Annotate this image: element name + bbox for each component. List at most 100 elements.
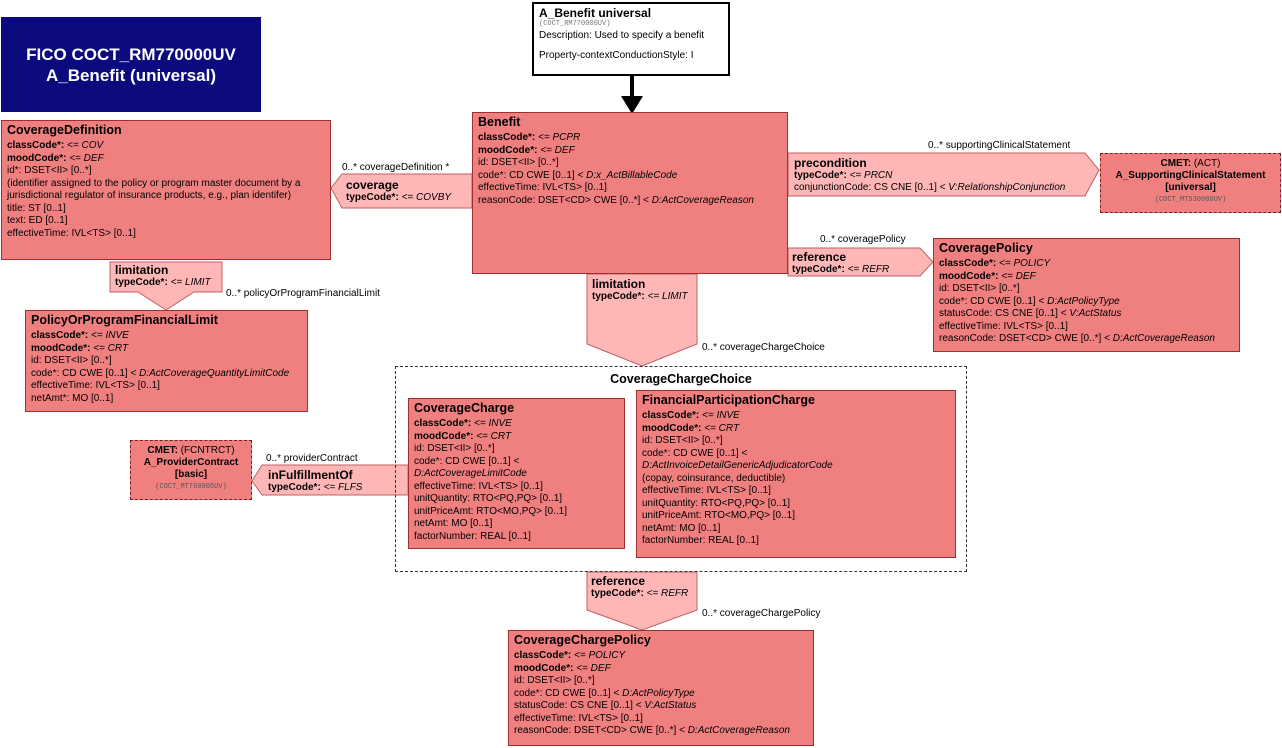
class-benefit: Benefit classCode*: <= PCPR moodCode*: <…: [472, 112, 788, 274]
class-title: CoverageChargePolicy: [514, 633, 651, 647]
attr-value: D:ActCoverageQuantityLimitCode: [139, 367, 290, 379]
attr-value: <= DEF: [1001, 270, 1036, 282]
attr-value: D:ActPolicyType: [1047, 295, 1120, 307]
attr-value: D:x_ActBillableCode: [586, 169, 678, 181]
relation-reference-policy: reference typeCode*: <= REFR: [792, 250, 889, 276]
attr: effectiveTime: IVL<TS> [0..1]: [939, 320, 1068, 332]
relation-typecode-value: <= PRCN: [849, 170, 893, 181]
attr-name: code*: CD CWE [0..1] <: [939, 295, 1048, 307]
multiplicity-provider-contract: 0..* providerContract: [266, 453, 358, 464]
attr: unitPriceAmt: RTO<MO,PQ> [0..1]: [414, 505, 568, 517]
attr: effectiveTime: IVL<TS> [0..1]: [7, 227, 136, 239]
class-coverage-definition: CoverageDefinition classCode*: <= COV mo…: [1, 120, 331, 260]
relation-typecode: typeCode*:: [268, 482, 324, 493]
cmet-label: CMET:: [147, 445, 178, 456]
attr: unitQuantity: RTO<PQ,PQ> [0..1]: [414, 493, 563, 504]
multiplicity-supporting-clinical-statement: 0..* supportingClinicalStatement: [928, 140, 1071, 151]
attr: id*: DSET<II> [0..*]: [7, 165, 92, 176]
class-coverage-charge-policy: CoverageChargePolicy classCode*: <= POLI…: [508, 630, 814, 746]
entry-arrowhead: [621, 96, 643, 114]
attr-note: (copay, coinsurance, deductible): [642, 472, 786, 484]
attr-name: moodCode*:: [414, 430, 477, 442]
attr-name: statusCode: CS CNE [0..1] <: [939, 308, 1070, 319]
class-policy-program-financial-limit: PolicyOrProgramFinancialLimit classCode*…: [25, 310, 308, 412]
relation-name: precondition: [794, 156, 867, 170]
cmet-type: (FCNTRCT): [177, 445, 235, 456]
attr-name: classCode*:: [478, 132, 539, 143]
reference-policy-connector: [787, 247, 934, 277]
attr-name: code*: CD CWE [0..1] <: [31, 367, 140, 379]
relation-typecode-value: <= COVBY: [401, 192, 452, 203]
attr: netAmt: MO [0..1]: [414, 518, 493, 529]
class-title: PolicyOrProgramFinancialLimit: [31, 313, 218, 327]
cmet-label: CMET:: [1160, 158, 1192, 169]
attr: id: DSET<II> [0..*]: [939, 283, 1020, 294]
attr-value: <= PCPR: [538, 132, 581, 143]
relation-typecode: typeCode*:: [115, 277, 171, 288]
relation-coverage: coverage typeCode*: <= COVBY: [346, 178, 451, 204]
attr-name: moodCode*:: [478, 144, 541, 156]
class-title: CoveragePolicy: [939, 241, 1033, 255]
attr-value: D:ActCoverageReason: [687, 725, 790, 736]
attr: unitQuantity: RTO<PQ,PQ> [0..1]: [642, 497, 791, 509]
attr: text: ED [0..1]: [7, 215, 68, 226]
attr: factorNumber: REAL [0..1]: [642, 535, 759, 546]
cmet-provider-contract: CMET: (FCNTRCT) A_ProviderContract [basi…: [130, 440, 252, 500]
relation-name: coverage: [346, 178, 399, 192]
attr: effectiveTime: IVL<TS> [0..1]: [414, 480, 543, 492]
attr-name: reasonCode: DSET<CD> CWE [0..*] <: [478, 194, 652, 206]
relation-name: limitation: [592, 277, 646, 291]
relation-typecode: typeCode*:: [592, 291, 648, 302]
attr-name: classCode*:: [414, 418, 475, 429]
attr-value: D:ActCoverageLimitCode: [414, 468, 527, 479]
attr-value: <= CRT: [476, 430, 512, 442]
attr-value: <= CRT: [704, 422, 740, 434]
attr: code*: CD CWE [0..1] <: [414, 455, 520, 467]
relation-typecode-value: <= REFR: [847, 264, 890, 275]
precondition-connector: [787, 152, 1100, 197]
cmet-variant: [universal]: [1165, 182, 1216, 193]
relation-limitation-definition: limitation typeCode*: <= LIMIT: [115, 263, 211, 289]
attr-value: V:ActStatus: [644, 700, 697, 711]
attr-name: classCode*:: [642, 410, 703, 421]
diagram-subtitle: A_Benefit (universal): [45, 65, 217, 85]
attr: id: DSET<II> [0..*]: [478, 157, 559, 168]
class-coverage-charge: CoverageCharge classCode*: <= INVE moodC…: [408, 398, 625, 549]
cmet-name: A_SupportingClinicalStatement: [1115, 170, 1266, 181]
attr: id: DSET<II> [0..*]: [642, 435, 723, 446]
attr: factorNumber: REAL [0..1]: [414, 530, 531, 542]
cmet-supporting-clinical-statement: CMET: (ACT) A_SupportingClinicalStatemen…: [1100, 153, 1281, 213]
limitation-benefit-connector: [586, 273, 698, 367]
attr: id: DSET<II> [0..*]: [31, 355, 112, 366]
relation-typecode: typeCode*:: [591, 588, 647, 599]
multiplicity-policy-program-financial-limit: 0..* policyOrProgramFinancialLimit: [226, 288, 380, 299]
entry-point-box: A_Benefit universal (COCT_RM770000UV) De…: [532, 2, 730, 76]
attr-name: reasonCode: DSET<CD> CWE [0..*] <: [514, 725, 688, 736]
relation-attr-value: V:RelationshipConjunction: [948, 182, 1066, 193]
attr-value: V:ActStatus: [1069, 308, 1122, 319]
attr-name: code*: CD CWE [0..1] <: [514, 687, 623, 699]
relation-typecode: typeCode*:: [794, 170, 850, 181]
relation-name: reference: [591, 574, 646, 588]
class-financial-participation-charge: FinancialParticipationCharge classCode*:…: [636, 390, 956, 558]
diagram-title: FICO COCT_RM770000UV: [26, 44, 236, 64]
attr-name: statusCode: CS CNE [0..1] <: [514, 700, 645, 711]
entry-title: A_Benefit universal: [539, 6, 652, 20]
limitation-def-connector: [109, 261, 223, 311]
attr: effectiveTime: IVL<TS> [0..1]: [478, 182, 607, 193]
cmet-variant: [basic]: [174, 469, 208, 480]
cmet-code: (COCT_MT530000UV): [1154, 196, 1227, 204]
choice-title: CoverageChargeChoice: [610, 372, 752, 386]
class-title: CoverageDefinition: [7, 123, 122, 137]
relation-typecode-value: <= REFR: [646, 588, 689, 599]
attr-name: classCode*:: [514, 650, 575, 661]
relation-name: limitation: [115, 263, 169, 277]
attr-value: <= POLICY: [999, 258, 1051, 269]
attr: effectiveTime: IVL<TS> [0..1]: [642, 485, 771, 496]
attr: effectiveTime: IVL<TS> [0..1]: [514, 712, 643, 724]
reference-charge-connector: [586, 571, 698, 631]
attr: title: ST [0..1]: [7, 202, 66, 214]
class-title: Benefit: [478, 115, 521, 129]
relation-precondition: precondition typeCode*: <= PRCN conjunct…: [794, 156, 1065, 194]
